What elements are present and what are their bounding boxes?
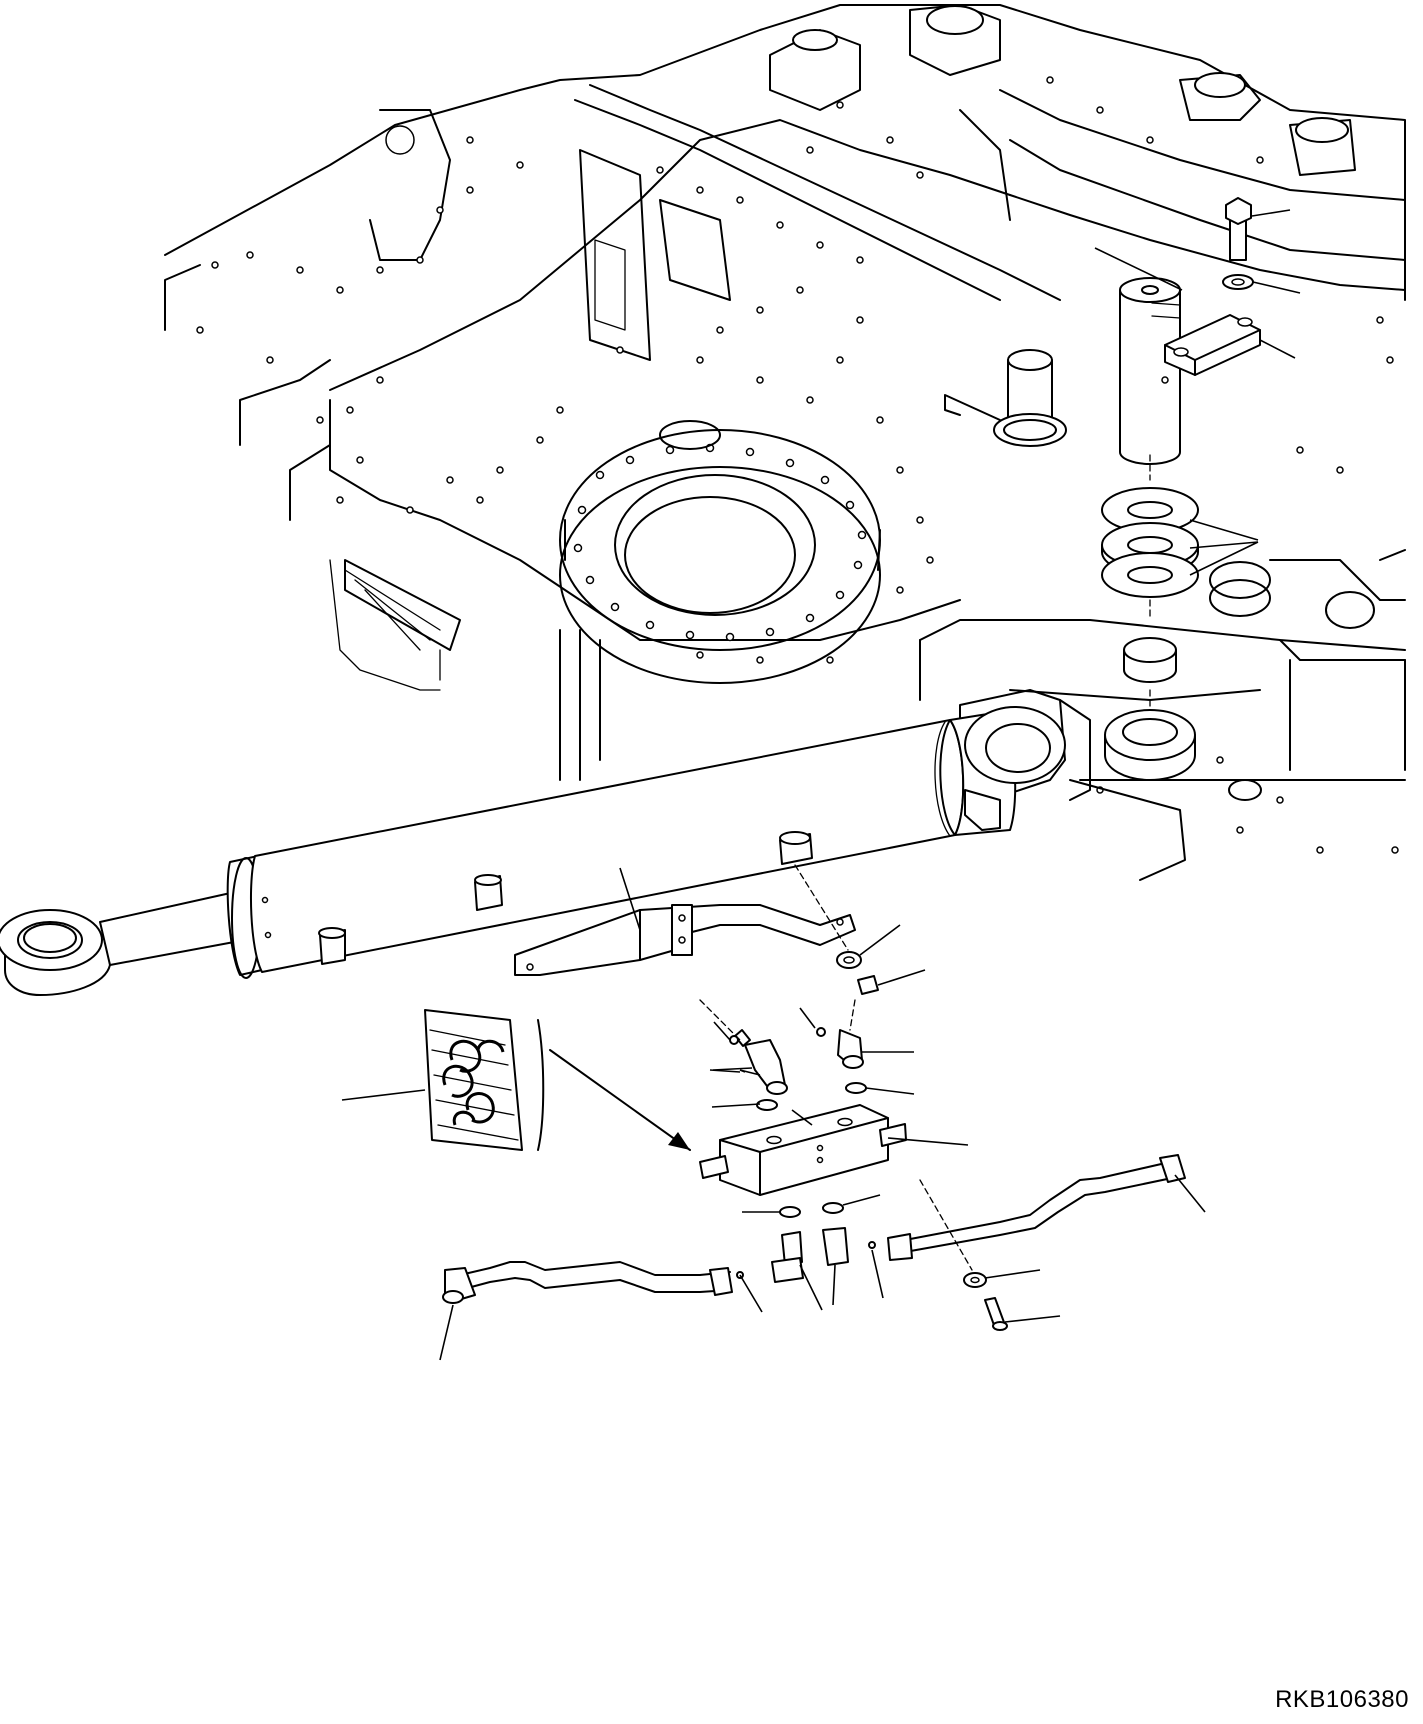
upper-elbow-fittings: [709, 1007, 915, 1111]
hydraulic-tube-left: [439, 1261, 733, 1361]
revolving-frame: [164, 4, 1406, 881]
lock-bolt: [1225, 197, 1252, 261]
bracket-washer: [836, 924, 901, 969]
frame-pin: [944, 349, 1067, 447]
swing-circle-mount: [559, 429, 881, 684]
cylinder-foot-pin-assembly: [1009, 197, 1301, 781]
figure-reference-code: RKB106380: [1275, 1686, 1409, 1713]
bracket-bolt: [857, 969, 926, 995]
o-ring-kit-bag: [341, 1009, 691, 1151]
hydraulic-cylinder: [0, 706, 1066, 996]
shim-stack: [1101, 487, 1199, 598]
lock-washer: [1222, 274, 1254, 290]
hydraulic-tube-right: [887, 1154, 1206, 1261]
lock-plate: [1164, 314, 1261, 376]
valve-mounting-bracket: [514, 867, 856, 976]
relief-valve-block: [699, 1104, 969, 1196]
clamp-washer: [963, 1269, 1041, 1288]
clamp-bolt: [984, 1297, 1061, 1331]
foot-pin: [1119, 277, 1181, 465]
lower-elbow-fittings: [736, 1194, 884, 1313]
deck-bolt-holes: [196, 76, 1399, 854]
